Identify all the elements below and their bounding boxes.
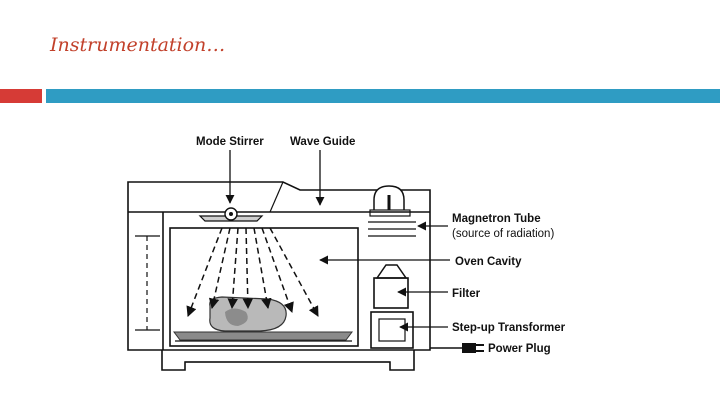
label-power-plug: Power Plug — [488, 343, 551, 355]
callout-arrows — [225, 150, 450, 332]
accent-bar-red — [0, 89, 42, 103]
power-plug — [430, 343, 484, 353]
mode-stirrer — [198, 207, 264, 222]
oven-cavity — [169, 227, 359, 347]
label-oven-cavity: Oven Cavity — [455, 256, 522, 268]
microwave-housing — [127, 181, 431, 371]
label-step-up-transformer: Step-up Transformer — [452, 322, 566, 334]
label-mode-stirrer: Mode Stirrer — [196, 136, 264, 148]
label-magnetron-tube: Magnetron Tube — [452, 213, 541, 225]
magnetron-tube — [368, 185, 416, 237]
label-wave-guide: Wave Guide — [290, 136, 355, 148]
step-up-transformer — [370, 311, 414, 349]
microwave-rays — [186, 227, 319, 317]
accent-bar-blue — [46, 89, 720, 103]
slide-title: Instrumentation… — [50, 34, 226, 56]
label-filter: Filter — [452, 288, 481, 300]
label-magnetron-sub: (source of radiation) — [452, 228, 554, 240]
filter — [373, 264, 409, 309]
